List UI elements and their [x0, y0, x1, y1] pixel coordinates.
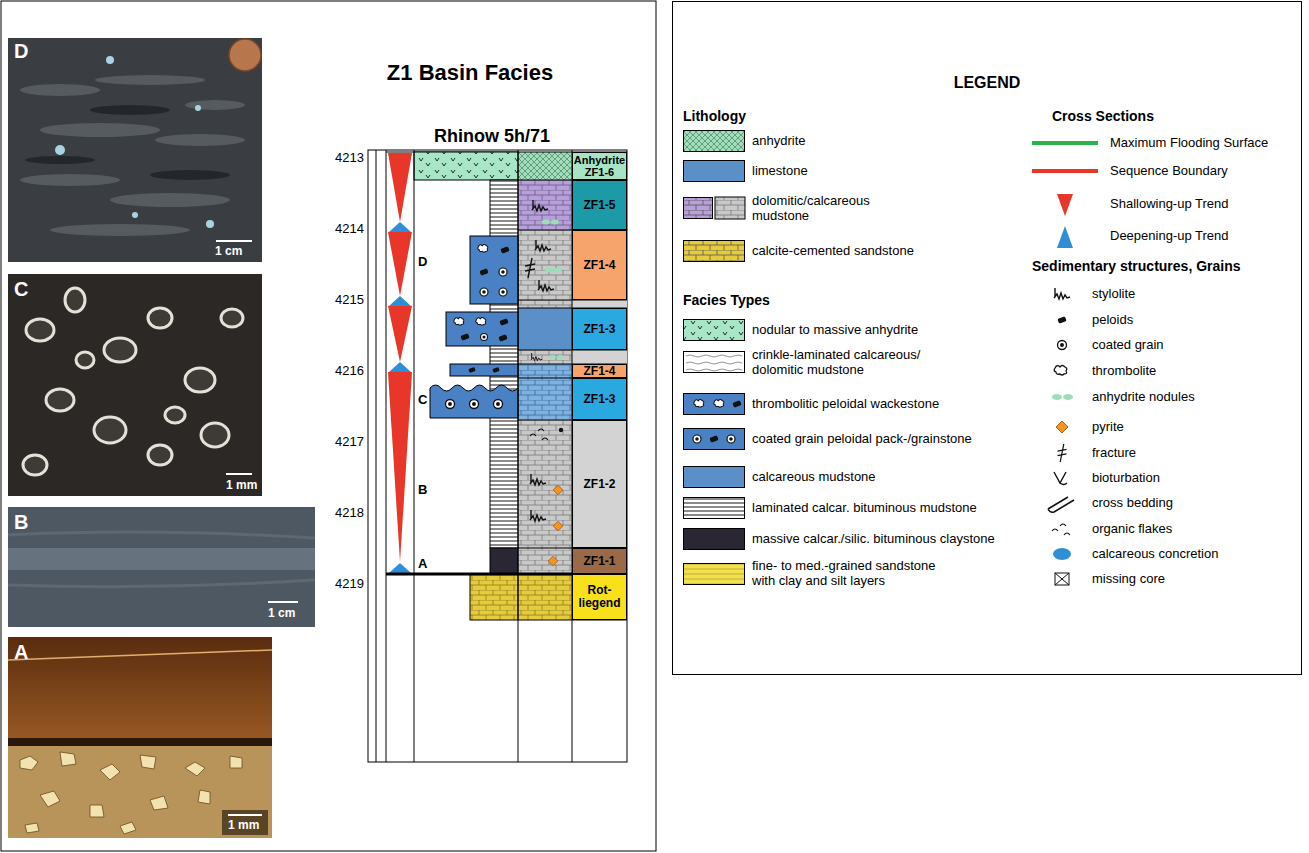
- photo-letter: B: [14, 511, 28, 534]
- facies-code-cell: Rot- liegend: [572, 574, 627, 620]
- legend-label: coated grain peloidal pack-/grainstone: [752, 431, 972, 446]
- depth-label: 4215: [335, 292, 364, 307]
- legend-label: massive calcar./silic. bituminous clayst…: [752, 531, 995, 546]
- legend-swatch: [683, 528, 745, 550]
- legend-heading: Facies Types: [683, 292, 770, 308]
- depth-label: 4213: [335, 150, 364, 165]
- legend-label: organic flakes: [1092, 521, 1172, 536]
- legend-label: Maximum Flooding Surface: [1110, 135, 1268, 150]
- legend-label: coated grain: [1092, 337, 1164, 352]
- legend-label: Shallowing-up Trend: [1110, 196, 1229, 211]
- legend-label: limestone: [752, 163, 808, 178]
- legend-heading: Cross Sections: [1052, 108, 1154, 124]
- legend-label: Sequence Boundary: [1110, 163, 1228, 178]
- facies-code: ZF1-3: [573, 393, 626, 406]
- depth-label: 4217: [335, 434, 364, 449]
- facies-code-cell: Anhydrite ZF1-6: [572, 152, 627, 180]
- scale-label: 1 cm: [268, 606, 295, 620]
- depth-label: 4218: [335, 505, 364, 520]
- photo-reference: C: [418, 392, 427, 407]
- legend-label: laminated calcar. bituminous mudstone: [752, 500, 977, 515]
- scale-label: 1 mm: [226, 478, 257, 492]
- photo-letter: D: [14, 40, 28, 63]
- legend-label: nodular to massive anhydrite: [752, 322, 918, 337]
- legend-label: pyrite: [1092, 419, 1124, 434]
- facies-code-cell: ZF1-3: [572, 308, 627, 350]
- well-name: Rhinow 5h/71: [434, 126, 550, 147]
- legend-label: fracture: [1092, 445, 1136, 460]
- facies-code: ZF1-2: [573, 478, 626, 491]
- legend-label: calcareous concretion: [1092, 546, 1218, 561]
- legend-label: fine- to med.-grained sandstone with cla…: [752, 558, 957, 588]
- legend-swatch: [683, 466, 745, 488]
- photo-letter: C: [14, 278, 28, 301]
- legend-label: Deepening-up Trend: [1110, 228, 1229, 243]
- facies-code-cell: ZF1-3: [572, 378, 627, 420]
- legend-swatch: [683, 160, 745, 182]
- facies-code-cell: ZF1-4: [572, 364, 627, 378]
- legend-label: calcareous mudstone: [752, 469, 876, 484]
- depth-label: 4216: [335, 363, 364, 378]
- facies-code: ZF1-4: [573, 259, 626, 272]
- legend-label: anhydrite: [752, 133, 805, 148]
- legend-title: LEGEND: [954, 74, 1021, 92]
- legend-label: stylolite: [1092, 286, 1135, 301]
- facies-code: ZF1-1: [573, 555, 626, 568]
- facies-code: Rot- liegend: [573, 584, 626, 610]
- scale-label: 1 cm: [215, 244, 242, 258]
- legend-heading: Lithology: [683, 108, 746, 124]
- legend-heading: Sedimentary structures, Grains: [1032, 258, 1241, 274]
- facies-code: ZF1-4: [573, 365, 626, 378]
- facies-code: ZF1-3: [573, 323, 626, 336]
- depth-label: 4214: [335, 221, 364, 236]
- legend-label: bioturbation: [1092, 470, 1160, 485]
- facies-code-cell: ZF1-1: [572, 548, 627, 574]
- figure-title: Z1 Basin Facies: [387, 60, 553, 86]
- photo-letter: A: [14, 641, 28, 664]
- legend-label: missing core: [1092, 571, 1165, 586]
- photo-reference: A: [418, 556, 427, 571]
- legend-label: cross bedding: [1092, 495, 1173, 510]
- legend-label: peloids: [1092, 312, 1133, 327]
- legend-label: crinkle-laminated calcareous/ dolomitic …: [752, 347, 947, 377]
- depth-label: 4219: [335, 576, 364, 591]
- scale-label: 1 mm: [228, 818, 259, 832]
- facies-code-cell: ZF1-2: [572, 420, 627, 548]
- legend-label: anhydrite nodules: [1092, 389, 1195, 404]
- legend-label: thrombolite: [1092, 363, 1156, 378]
- photo-reference: B: [418, 482, 427, 497]
- facies-code: ZF1-5: [573, 199, 626, 212]
- legend-label: dolomitic/calcareous mudstone: [752, 193, 892, 223]
- facies-code: Anhydrite ZF1-6: [573, 154, 626, 178]
- photo-reference: D: [418, 254, 427, 269]
- legend-label: calcite-cemented sandstone: [752, 243, 914, 258]
- facies-code-cell: ZF1-5: [572, 180, 627, 230]
- facies-code-cell: ZF1-4: [572, 230, 627, 300]
- legend-label: thrombolitic peloidal wackestone: [752, 396, 939, 411]
